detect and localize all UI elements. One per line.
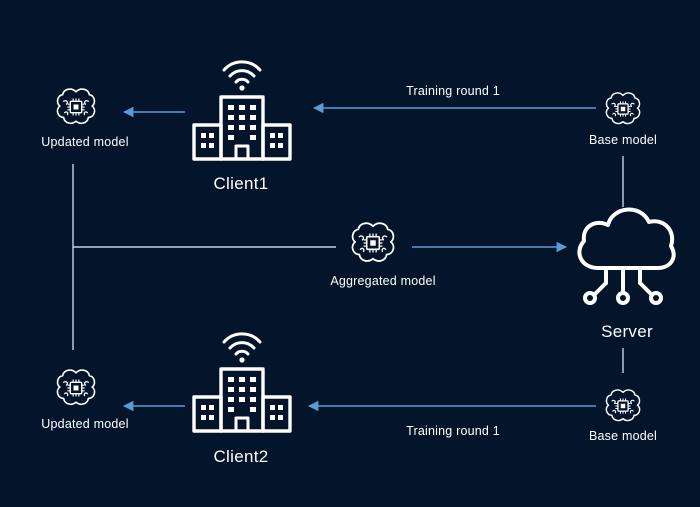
updated-model-top-label: Updated model (41, 135, 129, 149)
updated-model-bottom-icon (56, 369, 96, 406)
base-model-top-icon (605, 92, 641, 125)
base-model-top-label: Base model (588, 133, 658, 147)
client1-building-icon (192, 60, 292, 161)
training-round-bottom-label: Training round 1 (406, 424, 500, 438)
server-cloud-icon (577, 207, 676, 305)
aggregated-model-icon (351, 222, 395, 262)
client1-label: Client1 (213, 174, 269, 193)
updated-model-bottom-label: Updated model (41, 417, 129, 431)
base-model-bottom-label: Base model (588, 429, 658, 443)
client2-building-icon (192, 332, 292, 433)
base-model-bottom-icon (605, 389, 641, 422)
server-label: Server (601, 322, 653, 341)
aggregated-model-label: Aggregated model (330, 274, 436, 288)
training-round-top-label: Training round 1 (406, 84, 500, 98)
updated-model-top-icon (56, 88, 96, 125)
client2-label: Client2 (213, 447, 269, 466)
